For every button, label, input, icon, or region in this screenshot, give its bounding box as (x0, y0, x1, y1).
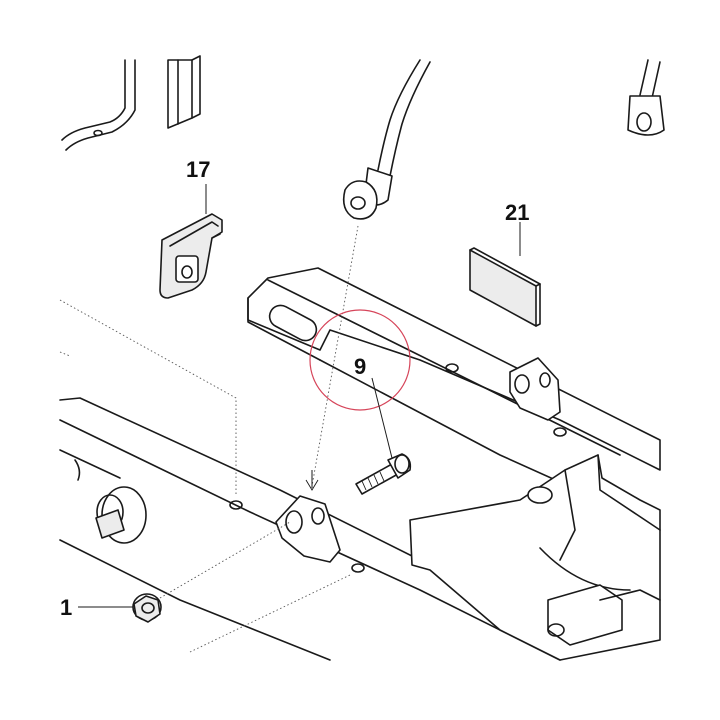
bolt-part-9 (355, 453, 412, 495)
label-part-9: 9 (354, 354, 366, 379)
nut-part-1 (132, 593, 162, 623)
highlight-circle (309, 309, 411, 411)
clip-part-17 (159, 213, 223, 299)
upper-frame-beam (247, 267, 661, 501)
cable-with-eyelet (342, 59, 431, 220)
upper-left-bracket-structure (61, 55, 201, 151)
pad-part-21 (469, 247, 541, 327)
label-part-17: 17 (186, 157, 210, 182)
label-part-21: 21 (505, 200, 529, 225)
upper-right-rod-end (627, 59, 665, 136)
label-part-1: 1 (60, 595, 72, 620)
lower-right-mechanism (409, 454, 661, 661)
assembly-guide-lines (59, 225, 359, 653)
leader-lines (78, 184, 521, 608)
